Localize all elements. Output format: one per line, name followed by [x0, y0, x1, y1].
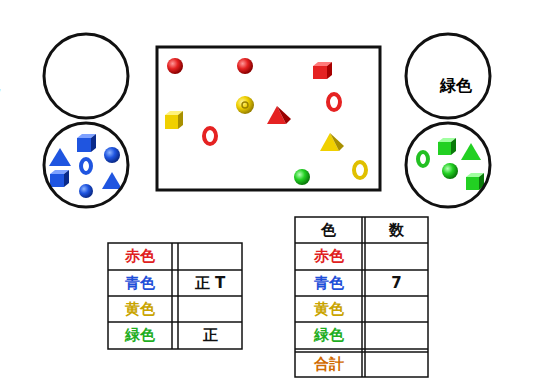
table-cell: 赤色 [108, 243, 172, 270]
sorting-circle: 青色 [42, 121, 130, 209]
green-shapes [418, 138, 484, 190]
table-cell: 黄色 [295, 296, 362, 322]
count-table-grid [295, 217, 428, 377]
table-cell: 青色 [108, 270, 172, 296]
sorting-circle: 緑色 [404, 121, 492, 209]
table-cell: 7 [365, 270, 428, 296]
table-cell-text: 緑色 [314, 327, 344, 344]
table-cell: 黄色 [108, 296, 172, 322]
table-cell-text: 黄色 [125, 301, 155, 318]
table-cell: 緑色 [108, 322, 172, 349]
table-cell-text: 7 [391, 275, 401, 292]
table-cell-text: 正 T [195, 275, 225, 292]
tally-table-grid [108, 243, 242, 349]
table-cell-text: 緑色 [125, 327, 155, 344]
table-cell: 青色 [295, 270, 362, 296]
table-cell-text: 数 [389, 222, 404, 239]
table-cell: 緑色 [295, 322, 362, 349]
table-cell-text: 色 [321, 222, 336, 239]
table-cell: 数 [365, 217, 428, 243]
blue-shapes [49, 134, 122, 198]
mixed-box [157, 47, 380, 190]
sorting-circle: 赤色 [42, 32, 130, 120]
table-cell-text: 黄色 [314, 301, 344, 318]
table-cell: 色 [295, 217, 362, 243]
circle-outline [42, 121, 130, 209]
table-cell-text: 青色 [314, 275, 344, 292]
table-cell: 合計 [295, 352, 362, 377]
circle-heading: 緑色 [440, 76, 472, 95]
circle-outline [404, 121, 492, 209]
table-cell: 赤色 [295, 243, 362, 270]
table-cell: 正 [178, 322, 242, 349]
table-cell-text: 合計 [314, 356, 344, 373]
mixed-shapes [165, 58, 366, 185]
table-cell-text: 正 [203, 327, 218, 344]
table-cell-text: 赤色 [125, 248, 155, 265]
circle-outline [42, 32, 130, 120]
table-cell: 正 T [178, 270, 242, 296]
table-cell-text: 青色 [125, 275, 155, 292]
table-cell-text: 赤色 [314, 248, 344, 265]
